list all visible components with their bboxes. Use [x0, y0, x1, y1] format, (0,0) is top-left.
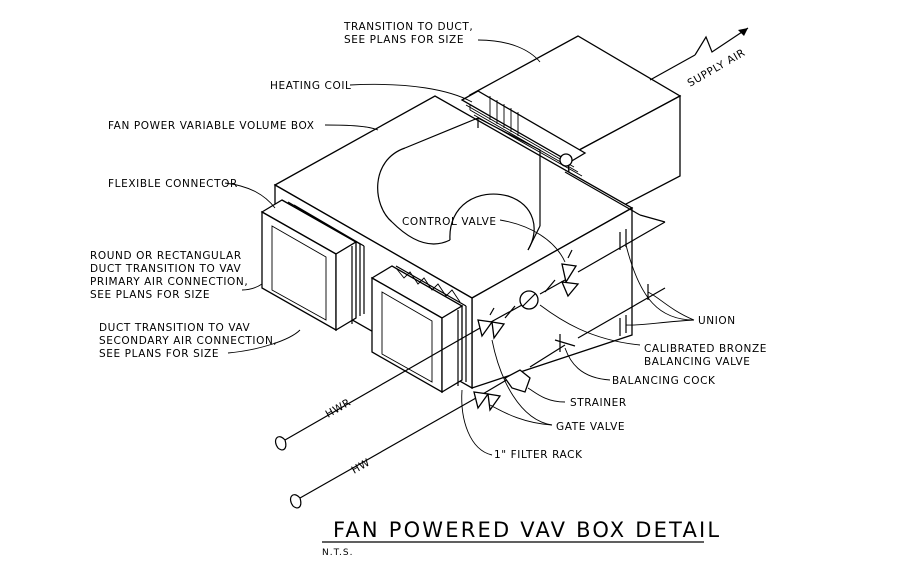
label-calibrated-1: CALIBRATED BRONZE	[644, 343, 767, 355]
label-round-rect-3: PRIMARY AIR CONNECTION,	[90, 276, 248, 288]
label-round-rect-1: ROUND OR RECTANGULAR	[90, 250, 242, 262]
leader-lines	[224, 39, 695, 456]
label-balancing-cock: BALANCING COCK	[612, 375, 716, 387]
label-supply-air: SUPPLY AIR	[686, 47, 748, 90]
label-union: UNION	[698, 315, 736, 327]
label-hwr: HWR	[324, 397, 354, 421]
label-filter-rack: 1" FILTER RACK	[494, 449, 583, 461]
label-round-rect-4: SEE PLANS FOR SIZE	[90, 289, 210, 301]
primary-air-connection	[260, 199, 365, 332]
label-flexible-connector: FLEXIBLE CONNECTOR	[108, 178, 238, 190]
label-duct-trans-2: SECONDARY AIR CONNECTION,	[99, 335, 277, 347]
label-duct-trans-1: DUCT TRANSITION TO VAV	[99, 322, 251, 334]
label-control-valve: CONTROL VALVE	[402, 216, 497, 228]
label-duct-trans-3: SEE PLANS FOR SIZE	[99, 348, 219, 360]
title-block: FAN POWERED VAV BOX DETAIL N.T.S.	[322, 518, 721, 558]
label-round-rect-2: DUCT TRANSITION TO VAV	[90, 263, 242, 275]
label-transition-to-duct-2: SEE PLANS FOR SIZE	[344, 34, 464, 46]
supply-air-arrow	[649, 27, 749, 81]
secondary-air-connection	[370, 265, 467, 394]
label-transition-to-duct-1: TRANSITION TO DUCT,	[343, 21, 473, 33]
scale-note: N.T.S.	[322, 548, 353, 558]
label-calibrated-2: BALANCING VALVE	[644, 356, 750, 368]
drawing-title: FAN POWERED VAV BOX DETAIL	[333, 518, 721, 542]
label-heating-coil: HEATING COIL	[270, 80, 351, 92]
label-fan-power-vav-box: FAN POWER VARIABLE VOLUME BOX	[108, 120, 315, 132]
label-strainer: STRAINER	[570, 397, 627, 409]
label-gate-valve: GATE VALVE	[556, 421, 625, 433]
heating-coil	[460, 90, 587, 177]
